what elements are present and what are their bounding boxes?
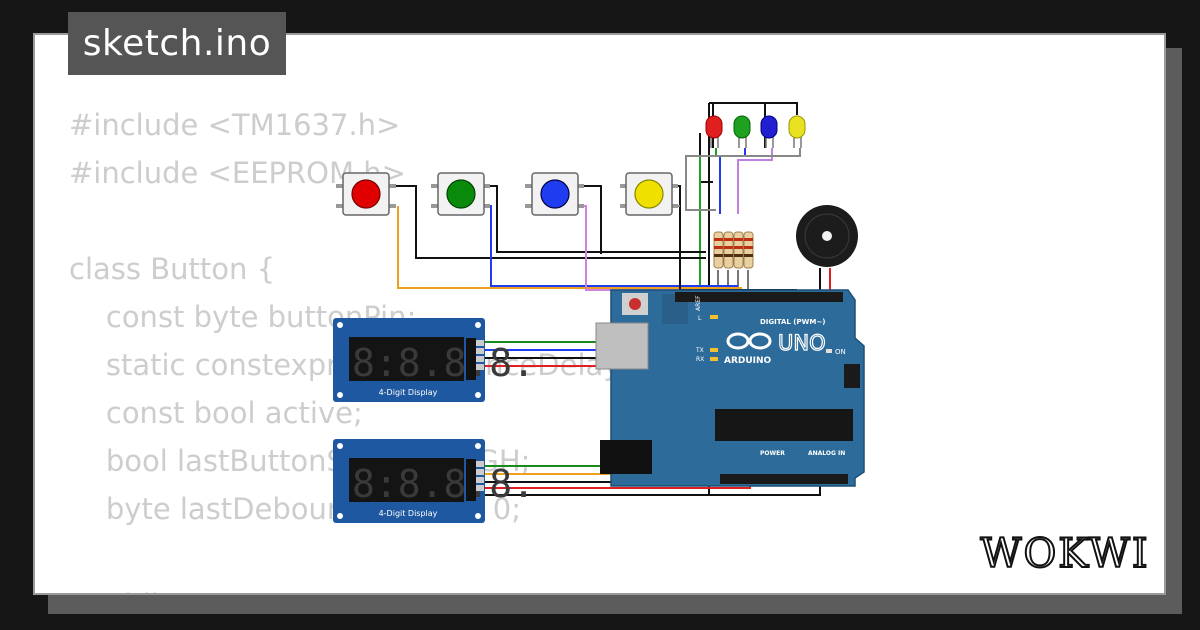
- preview-card: #include <TM1637.h>#include <EEPROM.h>cl…: [33, 33, 1166, 595]
- tx-label: TX: [695, 347, 704, 354]
- on-label: ON: [835, 348, 846, 356]
- code-line: const bool active;: [69, 396, 363, 430]
- code-line: #include <TM1637.h>: [69, 108, 401, 142]
- rx-label: RX: [696, 356, 704, 363]
- pushbutton-blue[interactable]: [525, 172, 584, 216]
- wokwi-logo: WOKWI: [979, 530, 1149, 578]
- led-red[interactable]: [705, 115, 723, 148]
- led-group: [705, 115, 806, 148]
- pushbutton-yellow[interactable]: [620, 172, 678, 216]
- digital-label: DIGITAL (PWM~): [760, 318, 825, 326]
- pushbutton-red[interactable]: [336, 172, 396, 216]
- pushbutton-green[interactable]: [431, 172, 490, 216]
- resistor-1[interactable]: [713, 231, 724, 269]
- display-top-digits: 8:8.8.8.: [352, 341, 535, 385]
- led-yellow[interactable]: [788, 115, 806, 148]
- display-top-label: 4-Digit Display: [379, 388, 438, 397]
- code-preview: #include <TM1637.h>#include <EEPROM.h>cl…: [69, 101, 710, 593]
- wokwi-logo-text: WOKWI: [980, 531, 1149, 577]
- display-top[interactable]: 8:8.8.8. 4-Digit Display: [333, 318, 535, 402]
- resistor-group: [713, 231, 754, 269]
- resistor-3[interactable]: [733, 231, 744, 269]
- resistor-4[interactable]: [743, 231, 754, 269]
- arduino-model: UNO: [778, 331, 826, 355]
- analog-label: ANALOG IN: [808, 450, 845, 457]
- atmega-chip: [715, 409, 853, 441]
- code-line: public:: [69, 581, 710, 593]
- power-analog-header: [720, 474, 848, 484]
- display-bottom-digits: 8:8.8.8.: [352, 462, 535, 506]
- power-jack: [600, 440, 652, 474]
- filename-tab: sketch.ino: [68, 12, 286, 75]
- display-bottom[interactable]: 8:8.8.8. 4-Digit Display: [333, 439, 535, 523]
- resistor-2[interactable]: [723, 231, 734, 269]
- usb-port: [595, 322, 649, 370]
- pushbutton-group: [336, 172, 678, 216]
- led-green[interactable]: [733, 115, 751, 148]
- power-label: POWER: [760, 450, 785, 457]
- arduino-logo-icon: [726, 332, 772, 350]
- aref-label: AREF: [695, 295, 702, 311]
- buzzer[interactable]: [796, 205, 858, 267]
- arduino-brand: ARDUINO: [724, 356, 772, 366]
- digital-header: [675, 292, 843, 302]
- arduino-uno[interactable]: AREF DIGITAL (PWM~) L TX RX ARDUINO UNO …: [595, 289, 865, 487]
- code-line: class Button {: [69, 252, 276, 286]
- led-blue[interactable]: [760, 115, 778, 148]
- l-label: L: [698, 315, 702, 322]
- display-bottom-label: 4-Digit Display: [379, 509, 438, 518]
